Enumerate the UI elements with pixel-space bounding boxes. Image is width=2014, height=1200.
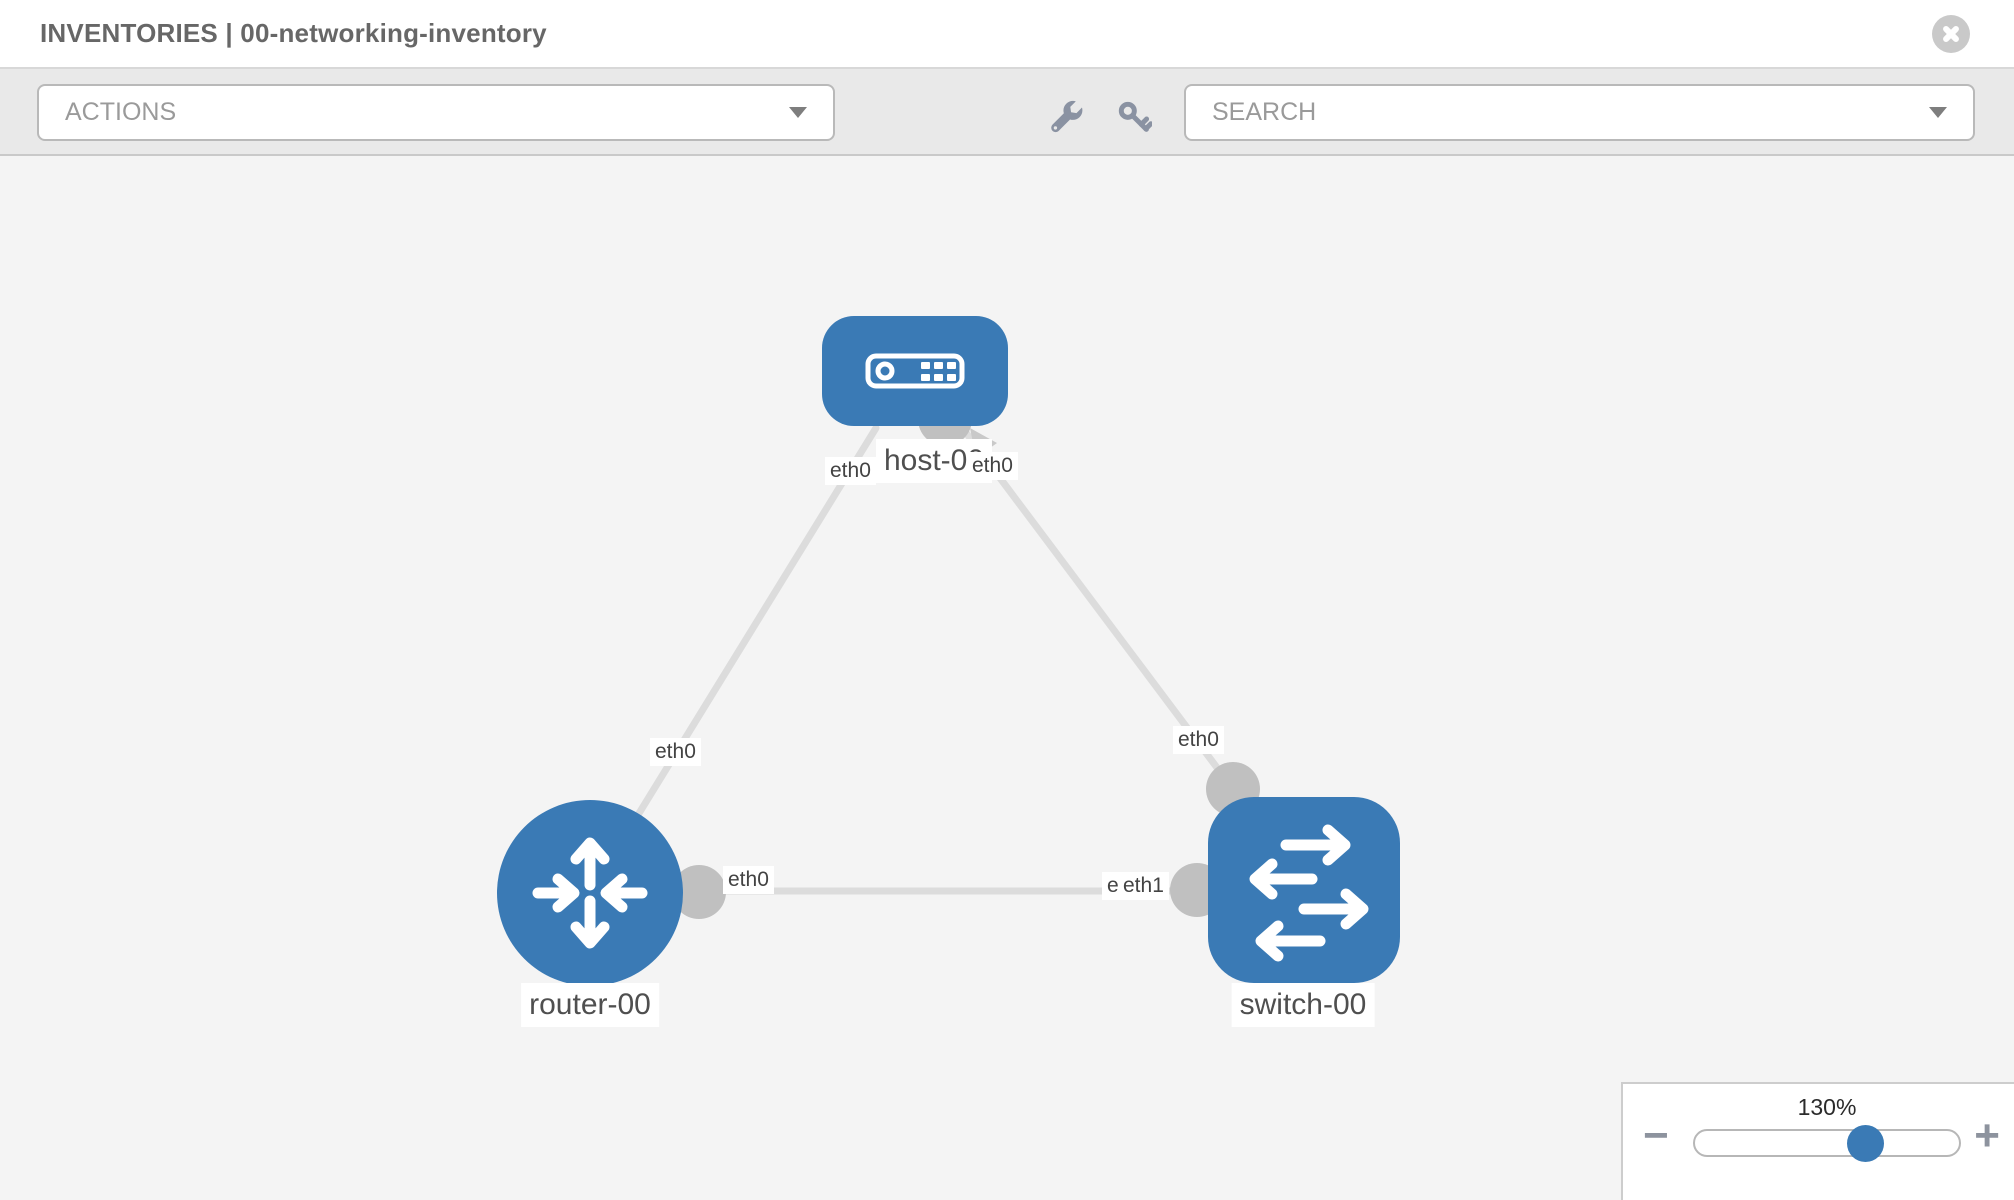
zoom-level-value: 130% [1797,1094,1857,1120]
actions-dropdown-label: ACTIONS [65,98,177,126]
page-title: INVENTORIES | 00-networking-inventory [40,18,547,48]
server-icon [865,353,965,389]
credentials-button[interactable] [1112,95,1156,139]
chevron-down-icon [1929,107,1947,118]
zoom-out-button[interactable]: − [1643,1111,1669,1160]
node-label-router: router-00 [521,983,659,1027]
topology-canvas[interactable]: host-00 router-00 switch-00 eth0 eth0 et… [0,156,2014,1200]
key-icon [1118,101,1152,132]
iface-label-host-eth0-left: eth0 [825,457,876,486]
actions-dropdown[interactable]: ACTIONS [37,84,835,141]
node-router-00[interactable] [497,800,683,986]
iface-label-switch-eth1: eth1 [1118,872,1169,901]
iface-label-router-eth0-up: eth0 [650,738,701,767]
zoom-control-panel: 130% − + [1621,1082,2014,1200]
close-icon[interactable] [1932,14,1970,53]
switch-icon [1249,824,1369,962]
port-router-right [672,865,726,919]
search-input[interactable]: SEARCH [1184,84,1975,141]
chevron-down-icon [789,107,807,118]
iface-label-router-eth0: eth0 [723,866,774,895]
node-host-00[interactable] [822,316,1008,426]
wrench-icon [1051,100,1083,133]
topology-links-layer [586,392,1260,919]
zoom-slider-handle[interactable] [1847,1125,1884,1162]
iface-label-switch-eth0: eth0 [1173,726,1224,755]
zoom-in-button[interactable]: + [1974,1111,2000,1160]
panel-header: INVENTORIES | 00-networking-inventory [0,0,2014,69]
toolbar: ACTIONS SEARCH [0,69,2014,156]
search-placeholder: SEARCH [1212,98,1317,126]
node-label-switch: switch-00 [1231,983,1375,1027]
iface-label-host-eth0-right: eth0 [967,452,1018,481]
router-icon [532,837,648,949]
configure-button[interactable] [1044,95,1088,139]
zoom-slider-track[interactable] [1693,1129,1961,1157]
node-switch-00[interactable] [1208,797,1400,983]
